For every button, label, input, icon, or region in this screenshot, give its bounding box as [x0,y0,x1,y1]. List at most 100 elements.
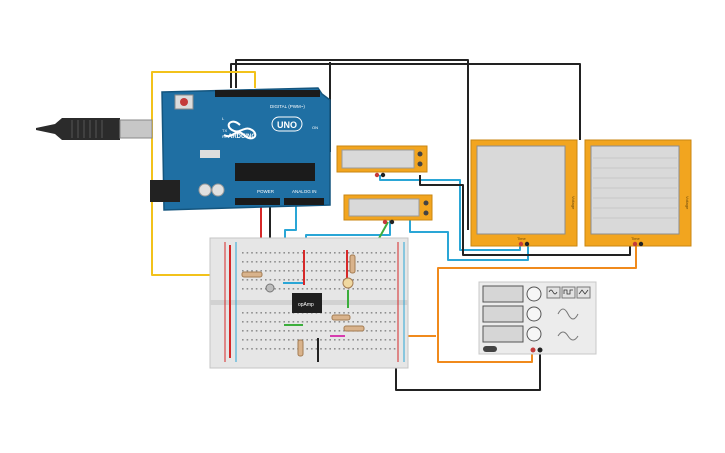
breadboard-hole[interactable] [260,321,262,323]
breadboard-hole[interactable] [311,288,313,290]
breadboard-hole[interactable] [347,321,350,323]
resistor-4[interactable] [343,325,365,332]
opamp-chip[interactable] [292,293,322,313]
breadboard-hole[interactable] [338,339,341,341]
breadboard-hole[interactable] [278,312,281,314]
fg-terminal-black[interactable] [537,347,543,353]
breadboard-hole[interactable] [343,312,345,314]
breadboard-hole[interactable] [338,252,341,254]
breadboard-hole[interactable] [269,339,272,341]
breadboard-hole[interactable] [278,279,281,281]
breadboard-hole[interactable] [366,288,368,290]
breadboard-hole[interactable] [301,270,304,272]
breadboard-hole[interactable] [246,339,249,341]
breadboard-hole[interactable] [320,279,322,281]
breadboard-hole[interactable] [265,312,267,314]
breadboard-hole[interactable] [251,321,253,323]
breadboard-hole[interactable] [315,279,318,281]
breadboard-hole[interactable] [288,348,290,350]
wire-black-4[interactable] [419,175,631,256]
breadboard-hole[interactable] [306,288,308,290]
breadboard-hole[interactable] [242,321,244,323]
breadboard-hole[interactable] [338,279,341,281]
breadboard-hole[interactable] [269,279,272,281]
function-generator-icon[interactable] [478,281,597,355]
breadboard-hole[interactable] [352,279,354,281]
analog-header[interactable] [284,198,324,205]
breadboard-hole[interactable] [338,321,341,323]
breadboard-hole[interactable] [283,279,285,281]
breadboard-hole[interactable] [288,252,290,254]
plotter-terminal-black[interactable] [638,241,644,247]
breadboard-hole[interactable] [324,288,327,290]
breadboard-hole[interactable] [246,312,249,314]
breadboard-hole[interactable] [338,348,341,350]
breadboard-hole[interactable] [242,288,244,290]
breadboard-hole[interactable] [375,288,377,290]
breadboard-hole[interactable] [242,312,244,314]
breadboard-hole[interactable] [334,279,336,281]
breadboard-hole[interactable] [384,312,387,314]
breadboard-hole[interactable] [324,270,327,272]
breadboard-hole[interactable] [283,312,285,314]
breadboard-hole[interactable] [320,252,322,254]
breadboard-hole[interactable] [366,330,368,332]
breadboard-hole[interactable] [375,321,377,323]
breadboard-hole[interactable] [265,270,267,272]
breadboard-hole[interactable] [334,312,336,314]
breadboard-hole[interactable] [301,321,304,323]
breadboard-hole[interactable] [260,270,262,272]
breadboard-hole[interactable] [380,261,382,263]
breadboard-hole[interactable] [265,348,267,350]
breadboard-hole[interactable] [297,288,299,290]
breadboard-hole[interactable] [246,348,249,350]
breadboard-hole[interactable] [306,252,308,254]
resistor-1[interactable] [241,271,263,278]
breadboard-hole[interactable] [384,330,387,332]
breadboard-hole[interactable] [389,330,391,332]
breadboard-hole[interactable] [366,321,368,323]
fg-knob-3[interactable] [526,326,542,342]
breadboard-hole[interactable] [283,252,285,254]
breadboard-hole[interactable] [370,339,373,341]
breadboard-hole[interactable] [370,288,373,290]
breadboard-hole[interactable] [375,270,377,272]
breadboard-hole[interactable] [375,312,377,314]
breadboard-hole[interactable] [366,261,368,263]
breadboard-hole[interactable] [301,279,304,281]
breadboard-hole[interactable] [265,261,267,263]
breadboard-hole[interactable] [251,279,253,281]
breadboard-hole[interactable] [301,330,304,332]
fg-knob-1[interactable] [526,286,542,302]
breadboard-hole[interactable] [329,312,331,314]
breadboard-hole[interactable] [329,279,331,281]
breadboard-hole[interactable] [297,279,299,281]
breadboard-hole[interactable] [384,339,387,341]
breadboard-hole[interactable] [375,330,377,332]
probe-terminal-bottom[interactable] [423,210,429,216]
breadboard-hole[interactable] [334,252,336,254]
wire-blue-4[interactable] [409,220,529,261]
breadboard-hole[interactable] [283,330,285,332]
breadboard-hole[interactable] [370,270,373,272]
breadboard-hole[interactable] [357,252,359,254]
breadboard-hole[interactable] [334,321,336,323]
breadboard-hole[interactable] [251,312,253,314]
breadboard-hole[interactable] [274,348,276,350]
breadboard-hole[interactable] [324,321,327,323]
breadboard-hole[interactable] [338,288,341,290]
breadboard-hole[interactable] [384,321,387,323]
wire-black-2[interactable] [235,59,469,230]
breadboard-hole[interactable] [329,288,331,290]
breadboard-hole[interactable] [393,312,396,314]
breadboard-hole[interactable] [260,261,262,263]
breadboard-hole[interactable] [288,270,290,272]
breadboard-hole[interactable] [380,321,382,323]
breadboard-hole[interactable] [292,330,295,332]
breadboard-hole[interactable] [306,270,308,272]
breadboard-hole[interactable] [301,339,304,341]
breadboard-hole[interactable] [347,312,350,314]
probe-lead-right[interactable] [380,172,386,178]
probe-lead-left[interactable] [382,219,388,225]
breadboard-hole[interactable] [297,339,299,341]
